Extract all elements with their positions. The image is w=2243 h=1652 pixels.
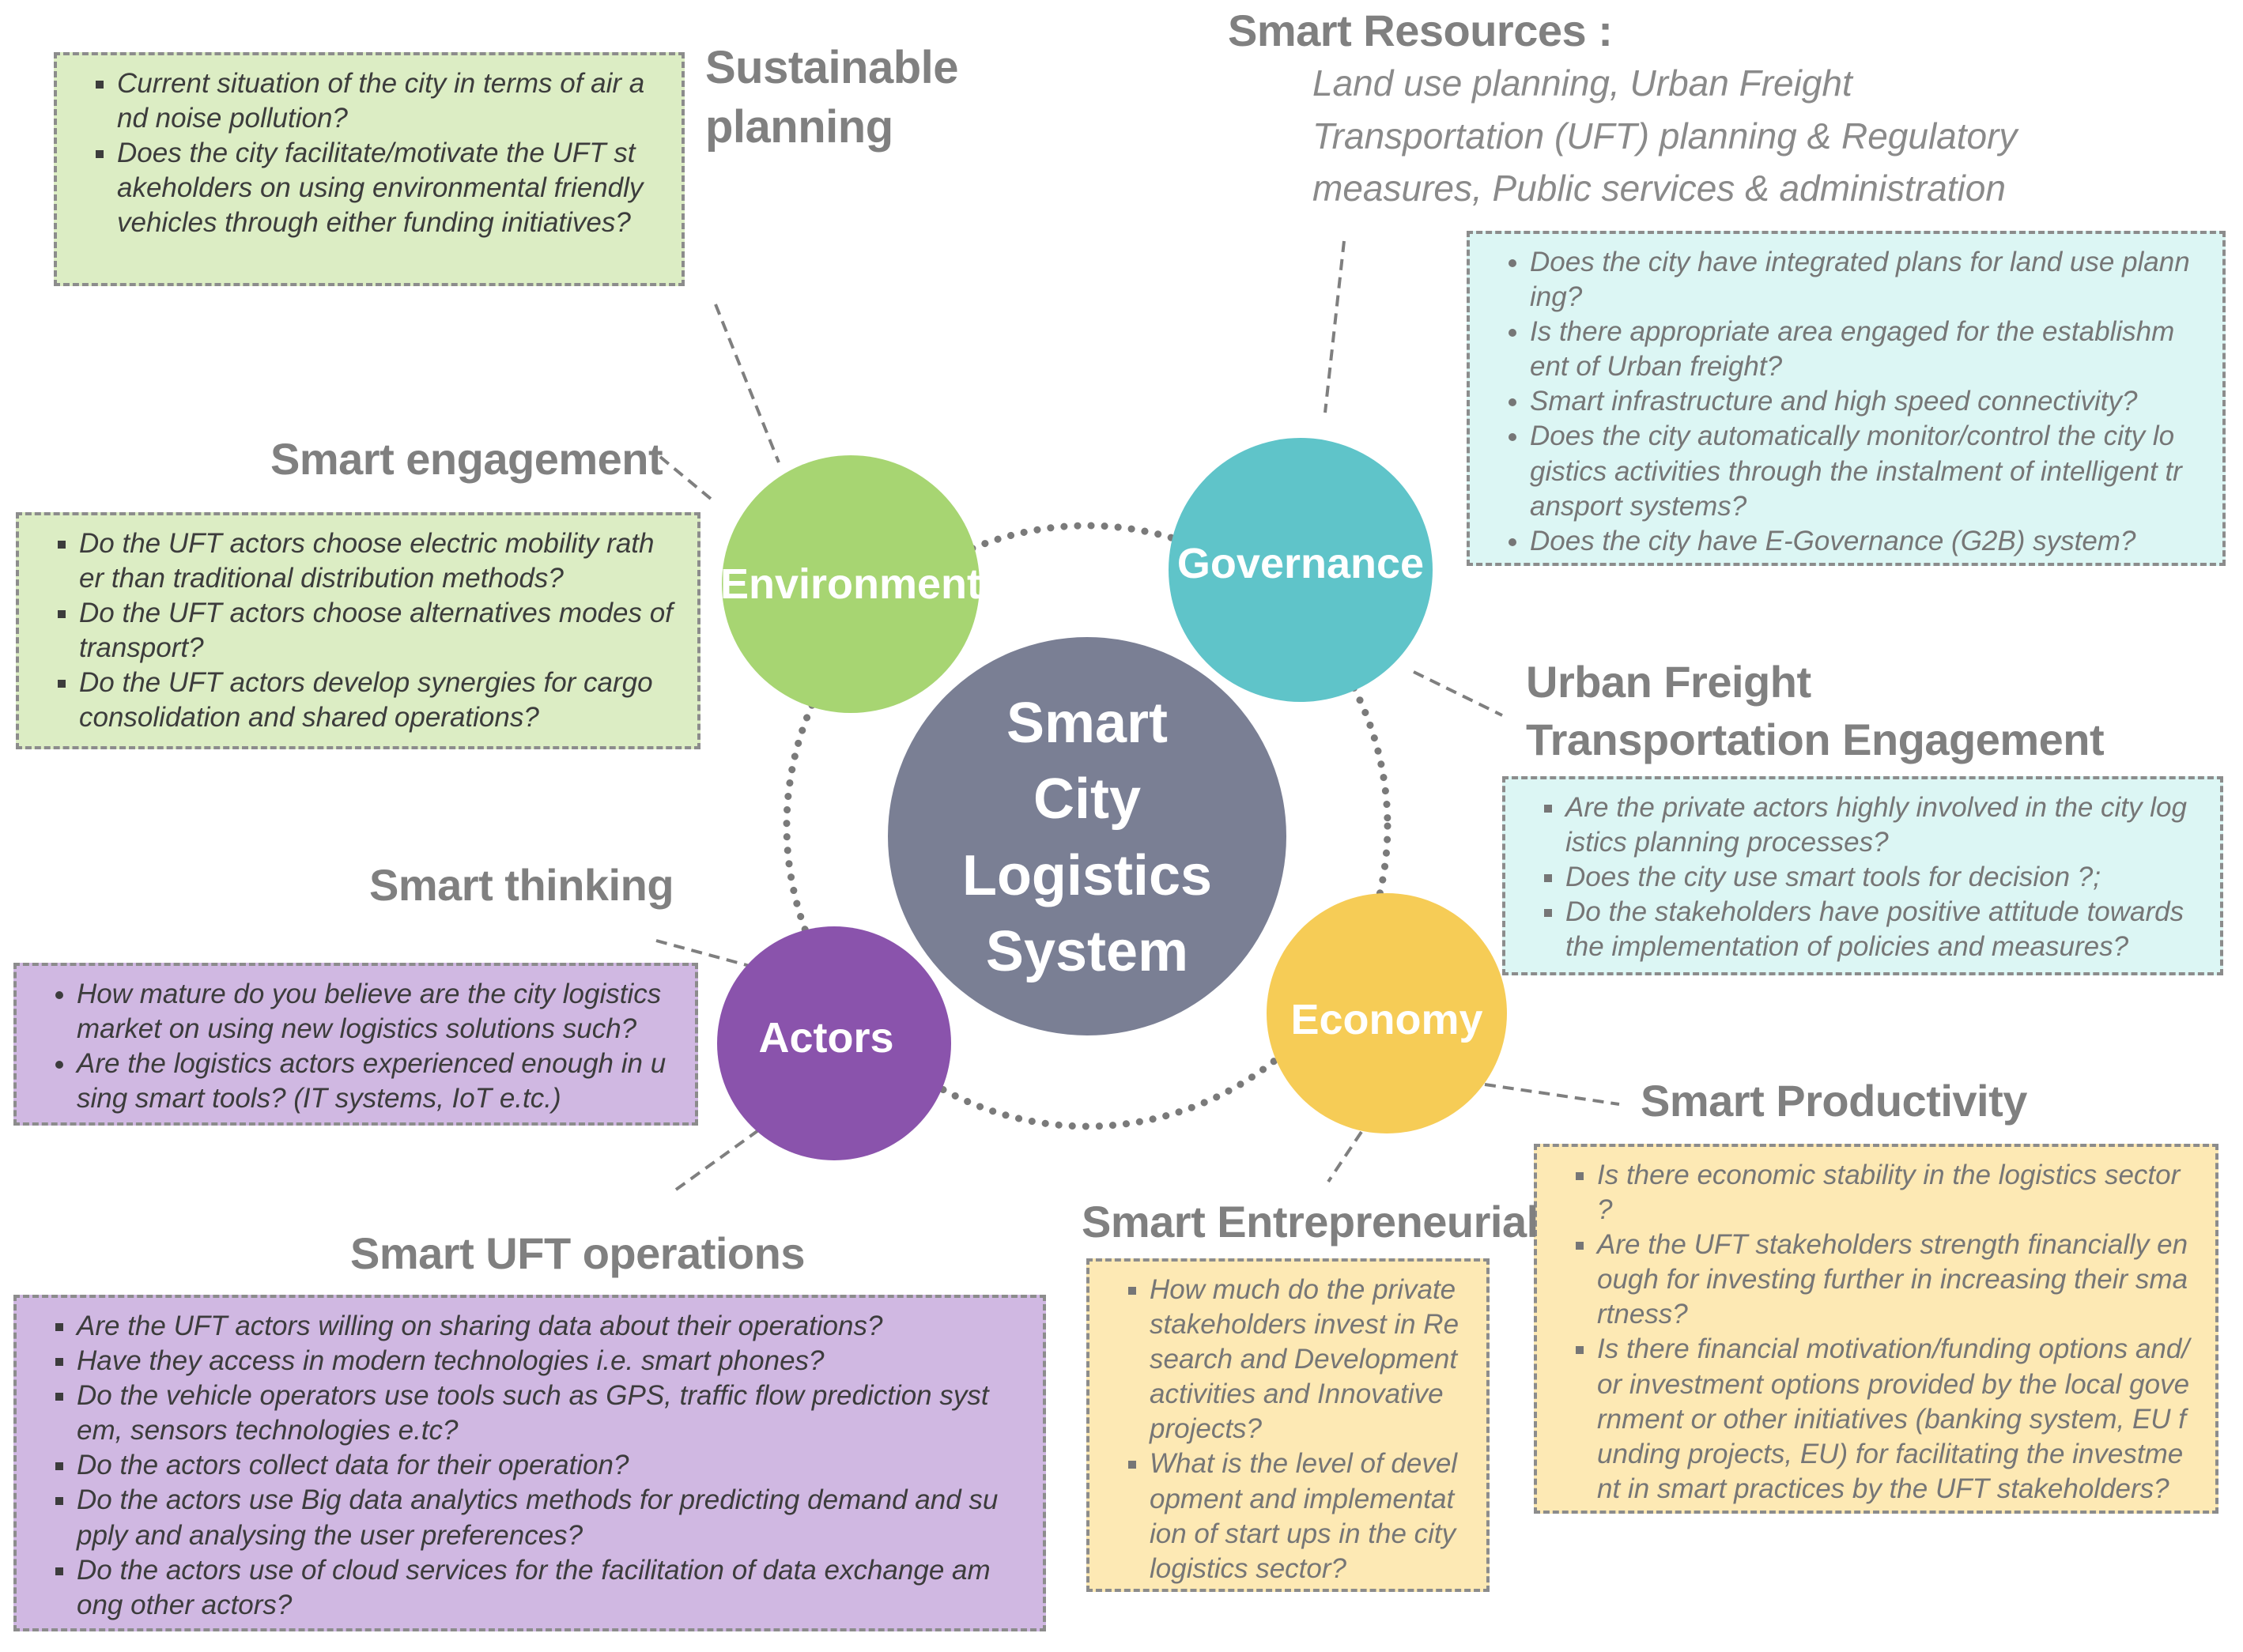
smart-thinking-heading: Smart thinking bbox=[369, 860, 674, 910]
list-item: Do the stakeholders have positive attitu… bbox=[1565, 895, 2203, 964]
list-item: Smart infrastructure and high speed conn… bbox=[1530, 384, 2205, 419]
uft-engagement-box: Are the private actors highly involved i… bbox=[1502, 776, 2223, 975]
list-item: Do the actors collect data for their ope… bbox=[77, 1448, 1025, 1483]
smart-resources-box: Does the city have integrated plans for … bbox=[1467, 231, 2226, 566]
smart-engagement-heading: Smart engagement bbox=[270, 434, 663, 484]
smart-entrepreneurial-heading: Smart Entrepreneurial bbox=[1082, 1197, 1539, 1247]
list-item: Have they access in modern technologies … bbox=[77, 1344, 1025, 1379]
list-item: Does the city automatically monitor/cont… bbox=[1530, 419, 2205, 523]
connector-smart-productivity bbox=[1484, 1083, 1620, 1106]
smart-resources-list: Does the city have integrated plans for … bbox=[1490, 245, 2205, 559]
center-label: Smart City Logistics System bbox=[962, 685, 1212, 990]
center-line-4: System bbox=[985, 920, 1189, 984]
smart-uft-operations-heading: Smart UFT operations bbox=[350, 1228, 805, 1278]
center-circle bbox=[888, 637, 1286, 1035]
center-line-2: City bbox=[1033, 768, 1142, 832]
list-item: What is the level of devel opment and im… bbox=[1150, 1446, 1469, 1586]
smart-engagement-box: Do the UFT actors choose electric mobili… bbox=[16, 512, 700, 749]
list-item: Do the UFT actors develop synergies for … bbox=[79, 666, 680, 735]
list-item: Is there economic stability in the logis… bbox=[1597, 1158, 2198, 1228]
uft-engagement-heading: Urban Freight Transportation Engagement bbox=[1526, 657, 2105, 764]
list-item: Do the vehicle operators use tools such … bbox=[77, 1379, 1025, 1448]
smart-thinking-box: How mature do you believe are the city l… bbox=[13, 963, 698, 1126]
dotted-ring bbox=[783, 522, 1391, 1130]
environment-circle bbox=[722, 455, 980, 713]
actors-label: Actors bbox=[758, 1014, 894, 1062]
connector-smart-resources bbox=[1324, 240, 1346, 413]
list-item: Do the actors use Big data analytics met… bbox=[77, 1483, 1025, 1552]
connector-smart-thinking bbox=[655, 939, 750, 967]
list-item: Are the UFT stakeholders strength financ… bbox=[1597, 1228, 2198, 1332]
list-item: Do the UFT actors choose electric mobili… bbox=[79, 526, 680, 596]
list-item: How much do the private stakeholders inv… bbox=[1150, 1273, 1469, 1446]
uft-engagement-list: Are the private actors highly involved i… bbox=[1526, 790, 2203, 964]
connector-smart-uft-operations bbox=[674, 1127, 762, 1191]
center-line-1: Smart bbox=[1006, 692, 1169, 756]
smart-uft-operations-box: Are the UFT actors willing on sharing da… bbox=[13, 1295, 1046, 1631]
sustainable-planning-box: Current situation of the city in terms o… bbox=[54, 52, 685, 286]
center-line-3: Logistics bbox=[961, 844, 1213, 907]
smart-resources-heading: Smart Resources : bbox=[1228, 6, 1613, 55]
smart-entrepreneurial-list: How much do the private stakeholders inv… bbox=[1110, 1273, 1469, 1586]
governance-circle bbox=[1169, 438, 1433, 702]
list-item: Is there financial motivation/funding op… bbox=[1597, 1332, 2198, 1506]
list-item: Are the logistics actors experienced eno… bbox=[77, 1047, 678, 1116]
smart-productivity-heading: Smart Productivity bbox=[1641, 1076, 2027, 1126]
actors-circle bbox=[717, 926, 951, 1160]
list-item: Do the actors use of cloud services for … bbox=[77, 1553, 1025, 1623]
connector-smart-engagement bbox=[659, 455, 717, 504]
connector-smart-entrepreneurial bbox=[1327, 1130, 1363, 1183]
connector-uft-engagement bbox=[1413, 670, 1503, 717]
list-item: Are the private actors highly involved i… bbox=[1565, 790, 2203, 860]
smart-thinking-list: How mature do you believe are the city l… bbox=[37, 977, 678, 1116]
smart-resources-subtitle: Land use planning, Urban Freight Transpo… bbox=[1312, 62, 2018, 209]
list-item: Does the city have E-Governance (G2B) sy… bbox=[1530, 524, 2205, 559]
connector-sustainable-planning bbox=[714, 304, 780, 463]
list-item: How mature do you believe are the city l… bbox=[77, 977, 678, 1047]
list-item: Is there appropriate area engaged for th… bbox=[1530, 315, 2205, 384]
smart-productivity-list: Is there economic stability in the logis… bbox=[1558, 1158, 2198, 1507]
sustainable-planning-list: Current situation of the city in terms o… bbox=[77, 66, 664, 240]
environment-label: Environment bbox=[719, 560, 982, 608]
smart-entrepreneurial-box: How much do the private stakeholders inv… bbox=[1086, 1258, 1490, 1592]
economy-label: Economy bbox=[1290, 996, 1483, 1043]
list-item: Does the city have integrated plans for … bbox=[1530, 245, 2205, 315]
smart-productivity-box: Is there economic stability in the logis… bbox=[1534, 1144, 2218, 1514]
list-item: Does the city use smart tools for decisi… bbox=[1565, 860, 2203, 895]
list-item: Are the UFT actors willing on sharing da… bbox=[77, 1309, 1025, 1344]
list-item: Does the city facilitate/motivate the UF… bbox=[117, 136, 664, 240]
smart-engagement-list: Do the UFT actors choose electric mobili… bbox=[40, 526, 680, 736]
list-item: Current situation of the city in terms o… bbox=[117, 66, 664, 136]
sustainable-planning-heading: Sustainable planning bbox=[705, 42, 959, 153]
list-item: Do the UFT actors choose alternatives mo… bbox=[79, 596, 680, 666]
economy-circle bbox=[1267, 893, 1507, 1133]
governance-label: Governance bbox=[1176, 540, 1425, 587]
smart-uft-operations-list: Are the UFT actors willing on sharing da… bbox=[37, 1309, 1025, 1623]
